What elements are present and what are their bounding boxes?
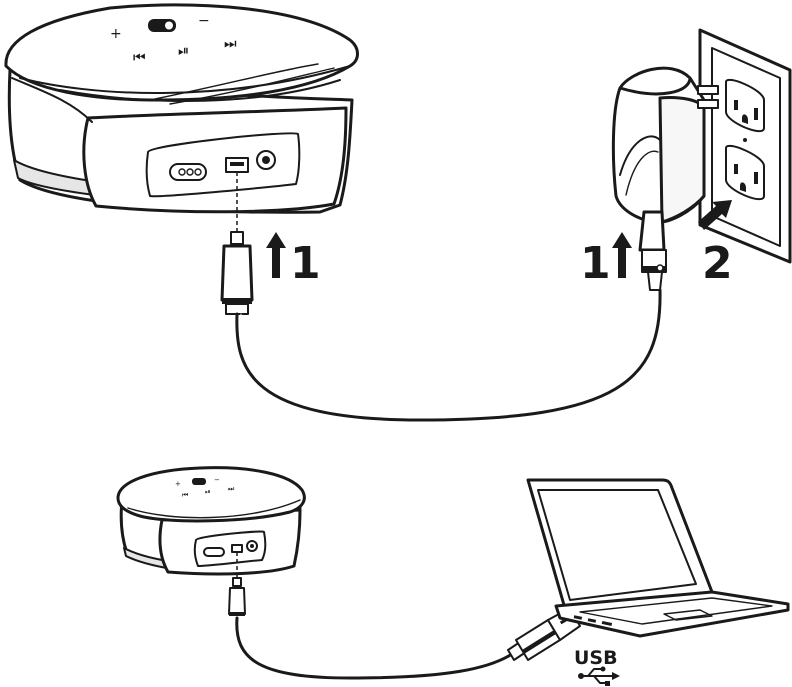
prev-button-label: ⏮ xyxy=(133,50,146,66)
step-1-adapter-label: 1 xyxy=(580,238,611,289)
speaker-small: + − ⏮ ⏯ ⏭ xyxy=(118,468,304,578)
usb-cable xyxy=(237,618,512,678)
step-1-label: 1 xyxy=(290,238,321,289)
micro-usb-plug-large xyxy=(222,232,252,314)
laptop xyxy=(528,480,788,636)
wall-outlet xyxy=(700,30,790,262)
up-arrow-icon xyxy=(612,232,632,278)
step-1-adapter: 1 xyxy=(580,232,632,289)
usb-icon xyxy=(578,667,620,687)
usb-label: USB xyxy=(574,647,618,669)
small-plus-label: + xyxy=(175,480,181,488)
speaker-large: + − ⏮ ⏯ ⏭ xyxy=(6,5,358,232)
plus-button-label: + xyxy=(110,26,122,42)
small-play-label: ⏯ xyxy=(205,488,211,496)
small-minus-label: − xyxy=(214,476,220,484)
play-pause-button-label: ⏯ xyxy=(178,43,189,59)
step-1-speaker: 1 xyxy=(266,232,321,289)
minus-button-label: − xyxy=(198,13,210,29)
small-prev-label: ⏮ xyxy=(182,491,188,499)
step-2-label: 2 xyxy=(702,238,733,289)
charging-cable xyxy=(237,290,660,420)
next-button-label: ⏭ xyxy=(224,36,237,52)
small-next-label: ⏭ xyxy=(228,485,235,493)
up-arrow-icon xyxy=(266,232,286,278)
usb-label-group: USB xyxy=(574,647,620,686)
micro-usb-plug-small xyxy=(229,578,245,616)
